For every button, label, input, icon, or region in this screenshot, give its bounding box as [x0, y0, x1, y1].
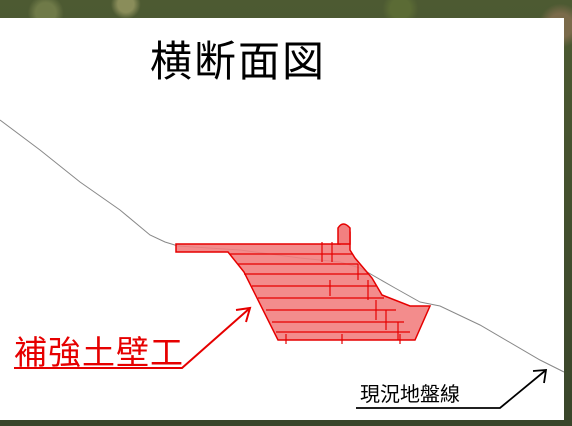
wall-body — [175, 223, 432, 341]
reinforced-wall-leader — [14, 306, 252, 369]
wall-parapet — [337, 223, 351, 245]
existing-ground-label: 現況地盤線 — [360, 382, 460, 406]
reinforcement-strips — [230, 242, 410, 344]
diagram-panel — [0, 18, 564, 420]
page-title: 横断面図 — [150, 37, 327, 86]
reinforced-wall-label: 補強土壁工 — [14, 333, 184, 372]
existing-ground-leader — [356, 369, 548, 409]
reinforced-wall-structure — [175, 223, 432, 344]
